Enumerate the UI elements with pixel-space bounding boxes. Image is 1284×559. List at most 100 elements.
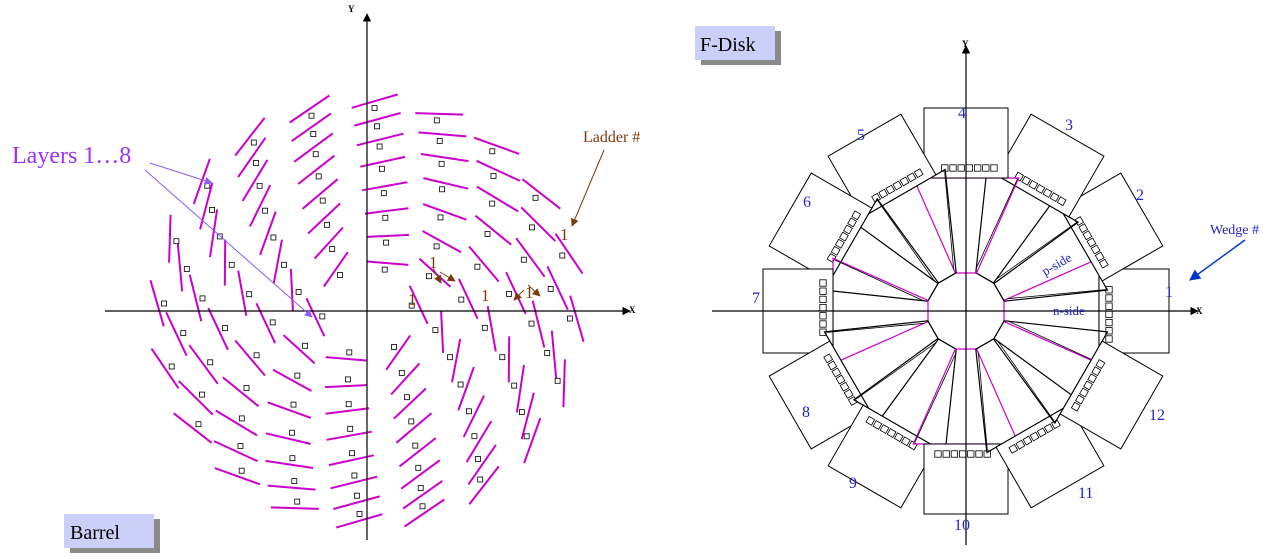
fdisk-readout-chip — [827, 360, 838, 371]
fdisk-readout-chip — [1074, 394, 1085, 405]
barrel-ladder — [301, 178, 339, 210]
barrel-ladder — [282, 334, 316, 365]
barrel-ladder-chip — [349, 450, 356, 457]
barrel-ladder — [366, 260, 409, 266]
barrel-ladder-chip — [419, 503, 426, 510]
barrel-ladder-chip — [506, 290, 512, 297]
barrel-ladder — [234, 339, 266, 377]
barrel-ladder-chip — [199, 295, 206, 302]
barrel-ladder — [418, 257, 452, 288]
barrel-ladder — [214, 467, 261, 486]
ladder-marker: 1 — [429, 253, 438, 272]
barrel-ladder — [415, 112, 464, 116]
barrel-ladder — [305, 297, 326, 337]
barrel-ladder-chip — [511, 382, 518, 389]
barrel-ladder-chip — [438, 160, 445, 167]
barrel-ladder-chip — [381, 266, 388, 273]
fdisk-readout-chip — [1036, 427, 1047, 438]
wedge-arrow — [1189, 239, 1246, 281]
fdisk-wedge — [827, 337, 957, 509]
barrel-ladder — [531, 300, 546, 348]
fdisk-readout-chip — [830, 245, 841, 256]
barrel-ladder-chip — [253, 160, 259, 166]
fdisk-wedge — [992, 320, 1164, 450]
fdisk-readout-chip — [838, 231, 849, 242]
barrel-ladder — [423, 177, 469, 190]
fdisk-readout-chip — [1015, 439, 1026, 450]
fdisk-readout-chip — [1008, 443, 1019, 454]
fdisk-readout-chip — [885, 184, 896, 195]
fdisk-readout-chip — [1078, 223, 1089, 234]
barrel-ladder-chip — [308, 112, 315, 119]
fdisk-readout-chip — [1105, 335, 1113, 343]
barrel-ladder — [291, 112, 332, 142]
fdisk-wedge-edge — [975, 179, 1018, 270]
fdisk-wedge-sensor — [992, 320, 1109, 425]
barrel-ladder-chip — [437, 214, 444, 221]
barrel-ladder — [474, 214, 512, 246]
barrel-ladder — [237, 137, 267, 178]
barrel-ladder-chip — [344, 376, 351, 383]
fdisk-readout-chip — [967, 450, 975, 458]
barrel-ladder — [351, 93, 399, 109]
barrel-ladder-chip — [161, 300, 168, 307]
barrel-ladder — [451, 338, 462, 383]
barrel-ladder-chip — [408, 302, 415, 309]
barrel-ladder-chip — [412, 442, 419, 449]
barrel-ladder-chip — [291, 478, 298, 485]
wedge-number-11: 11 — [1078, 485, 1093, 502]
barrel-ladder — [473, 136, 520, 155]
barrel-ladder-chip — [475, 456, 481, 462]
fdisk-wedges — [762, 107, 1170, 515]
barrel-ladder-chip — [436, 137, 443, 144]
barrel-ladder — [325, 356, 368, 362]
wedge-number-2: 2 — [1136, 187, 1144, 204]
wedge-number-8: 8 — [802, 404, 810, 421]
barrel-ladder-chip — [567, 315, 573, 322]
fdisk-readout-chip — [872, 419, 883, 430]
barrel-ladder-chip — [559, 252, 566, 259]
fdisk-readout-chip — [847, 217, 858, 228]
barrel-ladder — [328, 454, 375, 467]
n-side-label: n-side — [1053, 303, 1085, 318]
barrel-ladder-chip — [465, 408, 472, 415]
barrel-ladder — [546, 265, 569, 311]
barrel-ladder — [418, 131, 467, 138]
fdisk-readout-chip — [958, 450, 967, 458]
fdisk-readout-chip — [913, 168, 924, 179]
fdisk-readout-box — [1059, 340, 1164, 450]
barrel-x-axis-label: X — [629, 305, 636, 315]
fdisk-readout-chip — [1028, 179, 1039, 190]
barrel-ladder-chip — [262, 207, 269, 214]
barrel-ladder — [359, 155, 406, 168]
barrel-ladder — [265, 459, 314, 469]
barrel-ladder-chip — [168, 363, 175, 370]
barrel-ladder-chip — [246, 291, 253, 298]
barrel-ladder — [188, 274, 203, 322]
barrel-ladders — [149, 93, 585, 529]
barrel-ladder-chip — [547, 285, 554, 292]
fdisk-wedge-edge — [995, 222, 1076, 280]
fdisk-readout-chip — [1070, 401, 1081, 412]
wedge-number-3: 3 — [1065, 117, 1073, 134]
barrel-ladder-chip — [199, 391, 205, 398]
barrel-ladder — [356, 132, 404, 147]
wedge-number-5: 5 — [857, 127, 865, 144]
barrel-ladder — [150, 348, 180, 389]
barrel-ladder — [520, 392, 535, 440]
fdisk-readout-chip — [1086, 237, 1097, 248]
barrel-ladder — [404, 498, 445, 528]
barrel-ladder — [176, 243, 184, 292]
ladder-marker: 1 — [525, 283, 534, 302]
barrel-ladder — [390, 362, 421, 396]
fdisk-readout-chip — [1105, 294, 1113, 302]
fdisk-readout-box — [995, 404, 1105, 509]
barrel-ladder-chip — [523, 433, 530, 440]
barrel-ladder — [293, 132, 334, 163]
barrel-ladder-chip — [382, 214, 389, 221]
barrel-ladder-chip — [380, 190, 387, 197]
barrel-ladder-chip — [281, 261, 287, 268]
fdisk-readout-chip — [1082, 230, 1093, 241]
fdisk-readout-box — [827, 404, 937, 509]
